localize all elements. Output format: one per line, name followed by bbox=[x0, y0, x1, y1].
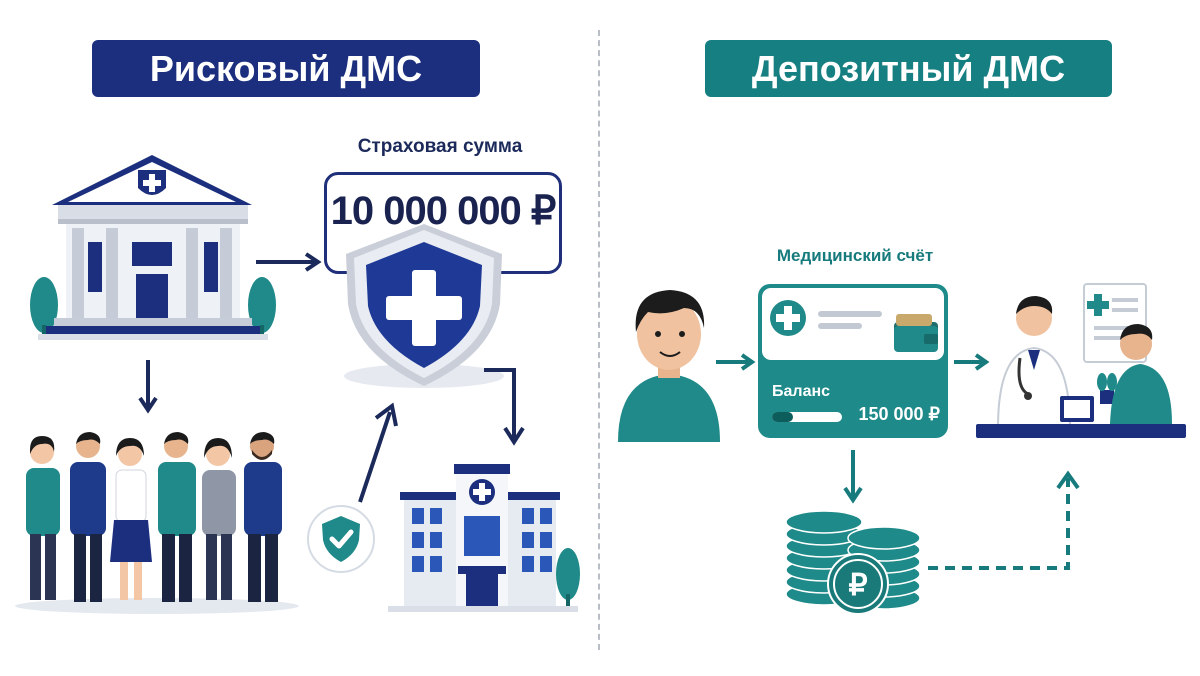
arrow-bank-to-people bbox=[138, 360, 158, 414]
arrow-sum-to-hospital bbox=[484, 368, 525, 446]
insurance-sum-value: 10 000 000 ₽ bbox=[330, 189, 557, 233]
patient-icon bbox=[618, 290, 720, 442]
medical-account-label: Медицинский счёт bbox=[776, 246, 934, 265]
arrow-account-to-coins bbox=[843, 450, 863, 504]
arrow-patient-to-account bbox=[716, 353, 756, 371]
hospital-icon bbox=[388, 464, 580, 612]
arrow-bank-to-sum bbox=[256, 252, 322, 272]
deposit-dms-title: Депозитный ДМС bbox=[705, 40, 1112, 97]
arrow-account-to-doctor bbox=[954, 353, 990, 371]
doctor-consultation-icon bbox=[976, 283, 1186, 438]
arrow-coins-to-doctor bbox=[928, 470, 1080, 570]
balance-label: Баланс bbox=[772, 383, 831, 400]
svg-text:₽: ₽ bbox=[848, 569, 867, 602]
wallet-icon bbox=[894, 314, 938, 352]
account-card-graphics bbox=[770, 300, 938, 422]
balance-progress-fill bbox=[772, 412, 793, 422]
risk-dms-title: Рисковый ДМС bbox=[92, 40, 480, 97]
panel-divider bbox=[598, 30, 600, 650]
arrow-check-to-sum bbox=[358, 402, 398, 503]
insurance-sum-label: Страховая сумма bbox=[357, 136, 523, 157]
ruble-coins-icon: ₽ bbox=[785, 510, 921, 615]
people-group-icon bbox=[15, 432, 299, 614]
bank-icon bbox=[30, 155, 276, 340]
shield-check-icon bbox=[307, 505, 375, 573]
shield-plus-icon bbox=[344, 224, 504, 388]
balance-value: 150 000 ₽ bbox=[858, 404, 940, 424]
